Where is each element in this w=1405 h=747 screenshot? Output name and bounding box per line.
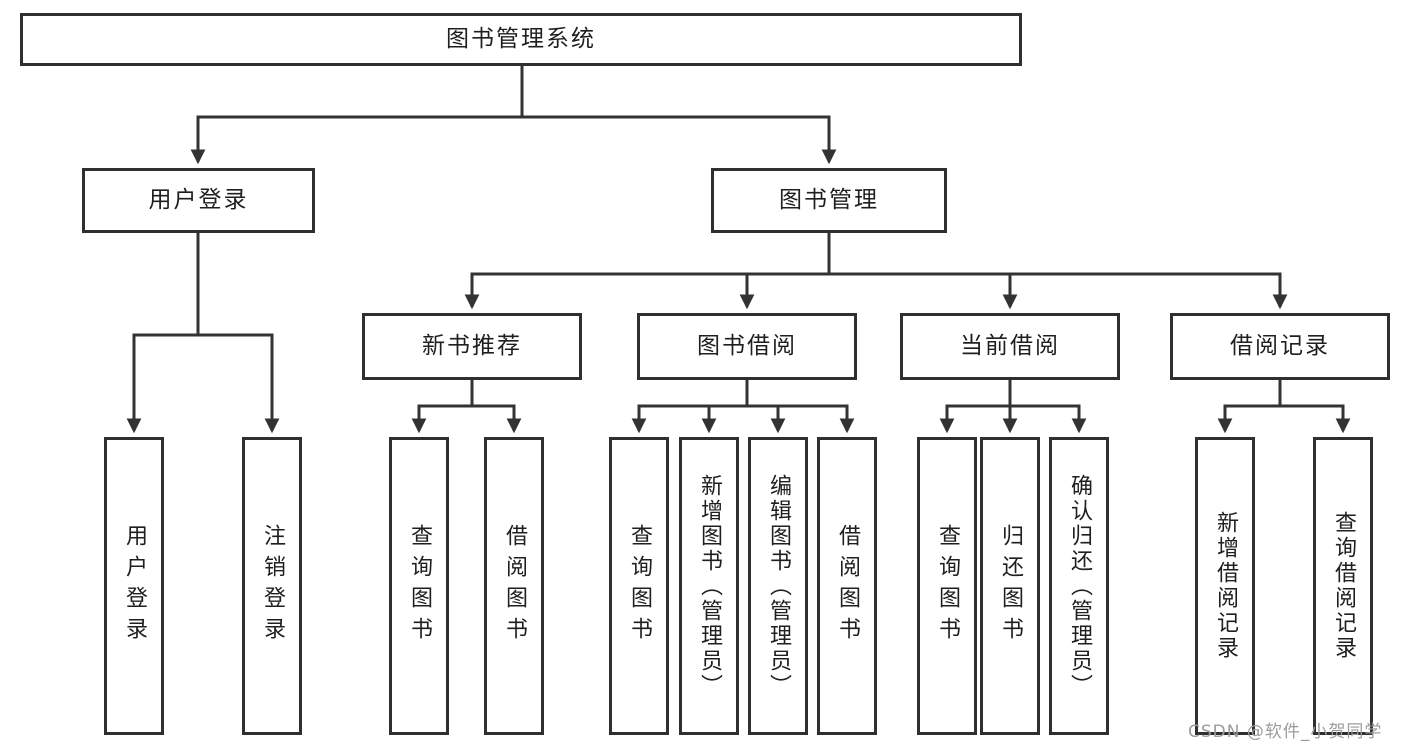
node-library-management-system: 图书管理系统 — [20, 13, 1022, 66]
node-leaf-query-book-borrow: 查询图书 — [609, 437, 669, 735]
node-leaf-return-book: 归还图书 — [980, 437, 1040, 735]
node-leaf-query-borrow-record: 查询借阅记录 — [1313, 437, 1373, 735]
node-book-borrow: 图书借阅 — [637, 313, 857, 380]
node-leaf-borrow-book: 借阅图书 — [817, 437, 877, 735]
node-user-login-module: 用户登录 — [82, 168, 315, 233]
node-new-book-recommend: 新书推荐 — [362, 313, 582, 380]
node-leaf-query-book-current: 查询图书 — [917, 437, 977, 735]
node-current-borrow: 当前借阅 — [900, 313, 1120, 380]
node-borrow-records: 借阅记录 — [1170, 313, 1390, 380]
node-leaf-user-login: 用户登录 — [104, 437, 164, 735]
node-leaf-logout-login: 注销登录 — [242, 437, 302, 735]
node-leaf-confirm-return-admin: 确认归还（管理员） — [1049, 437, 1109, 735]
node-leaf-edit-book-admin: 编辑图书（管理员） — [748, 437, 808, 735]
node-leaf-add-borrow-record: 新增借阅记录 — [1195, 437, 1255, 735]
node-book-management-module: 图书管理 — [711, 168, 947, 233]
node-leaf-query-book-recommend: 查询图书 — [389, 437, 449, 735]
node-leaf-add-book-admin: 新增图书（管理员） — [679, 437, 739, 735]
csdn-watermark: CSDN @软件_小贺同学 — [1188, 722, 1383, 742]
node-leaf-borrow-book-recommend: 借阅图书 — [484, 437, 544, 735]
